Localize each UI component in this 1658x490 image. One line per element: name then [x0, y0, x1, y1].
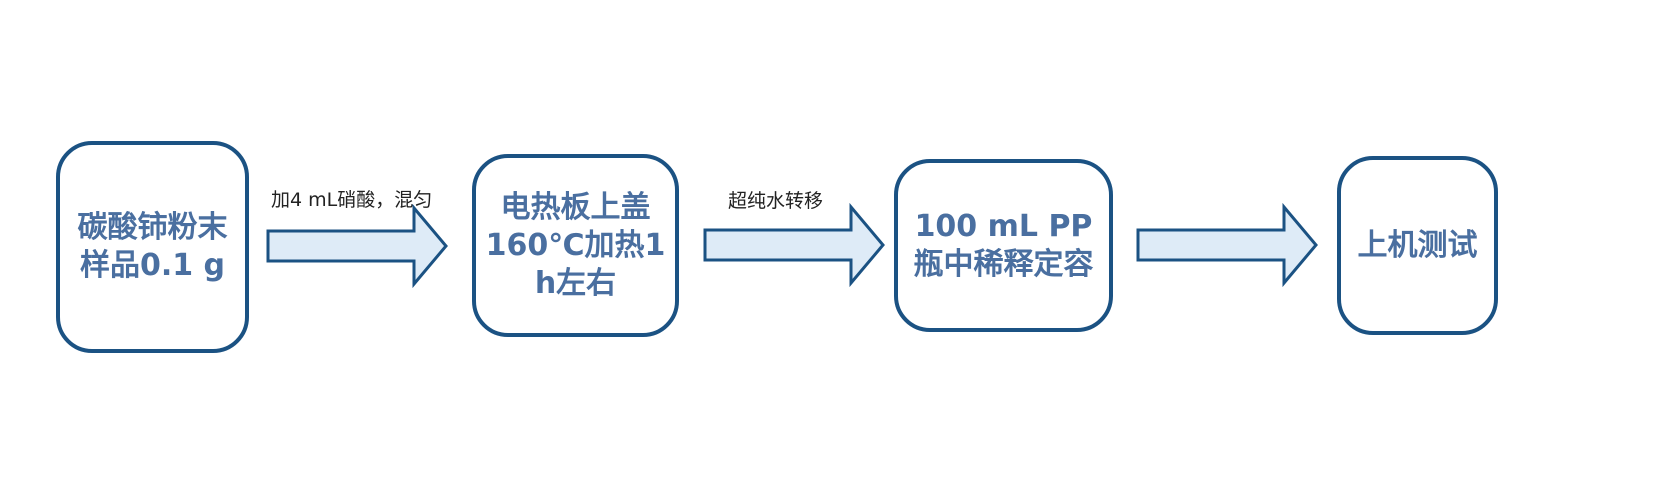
step-box-testing: 上机测试 [1337, 156, 1498, 335]
step-1-line-2: 样品0.1 g [79, 248, 226, 283]
step-box-heating: 电热板上盖 160℃加热1 h左右 [472, 154, 679, 337]
step-3-line-2: 瓶中稀释定容 [913, 246, 1094, 282]
step-2-line-3: h左右 [534, 265, 617, 301]
step-2-line-1: 电热板上盖 [500, 189, 651, 225]
step-2-line-2: 160℃加热1 [485, 227, 666, 263]
step-3-line-1: 100 mL PP [914, 208, 1093, 244]
arrow-2-label: 超纯水转移 [728, 190, 824, 212]
step-1-line-1: 碳酸铈粉末 [77, 210, 228, 245]
arrow-1-label: 加4 mL硝酸，混匀 [271, 189, 433, 211]
step-box-sample: 碳酸铈粉末 样品0.1 g [56, 141, 249, 353]
step-4-line-1: 上机测试 [1357, 227, 1478, 263]
arrow-3-icon [1136, 202, 1318, 288]
arrow-1-icon [266, 203, 448, 289]
arrow-2-icon [703, 202, 885, 288]
step-box-dilution: 100 mL PP 瓶中稀释定容 [894, 159, 1113, 332]
